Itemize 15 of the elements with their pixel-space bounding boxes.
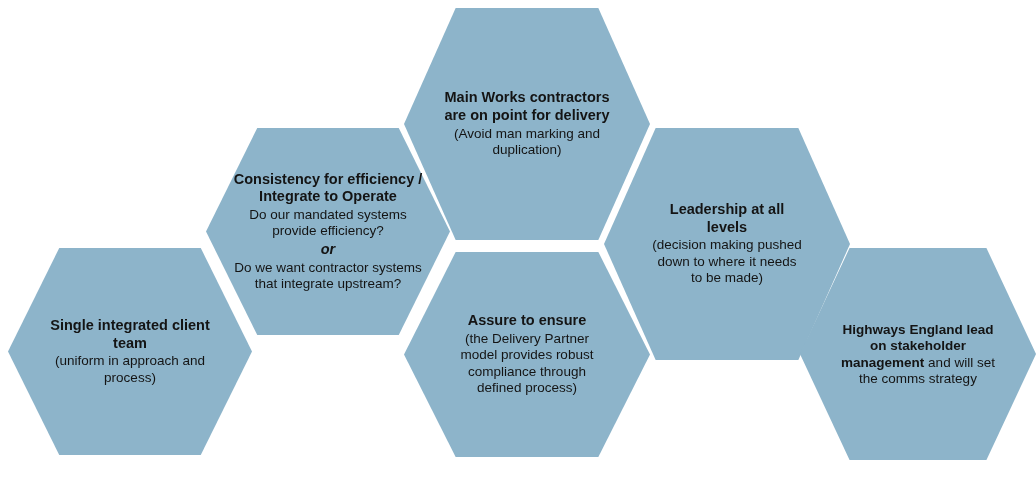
hexagon-text: (Avoid man marking and duplication) — [452, 125, 602, 159]
hexagon-heading: Assure to ensure — [467, 312, 587, 330]
hexagon-text: (decision making pushed down to where it needs to be made) — [652, 237, 802, 287]
hexagon-heading: Leadership at all levels — [668, 201, 786, 237]
hexagon-heading: Main Works contractors are on point for delivery — [444, 89, 610, 125]
hexagon-text: Do we want contractor systems that integrate upstream? — [233, 259, 423, 293]
hexagon-text: (uniform in approach and process) — [53, 353, 207, 387]
hexagon-text: Highways England lead on stakeholder management and will set the comms strategy — [840, 321, 996, 388]
hexagon-text: (the Delivery Partner model provides robust compliance through defined process) — [459, 330, 595, 397]
hexagon-heading: Single integrated client team — [49, 316, 211, 353]
hexagon-text: Do our mandated systems provide efficiency? — [248, 206, 408, 240]
hexagon — [8, 248, 252, 455]
hexagon — [800, 248, 1036, 460]
hexagon-text: or — [320, 240, 336, 259]
hexagon-heading: Consistency for efficiency / Integrate to Operate — [232, 170, 424, 206]
